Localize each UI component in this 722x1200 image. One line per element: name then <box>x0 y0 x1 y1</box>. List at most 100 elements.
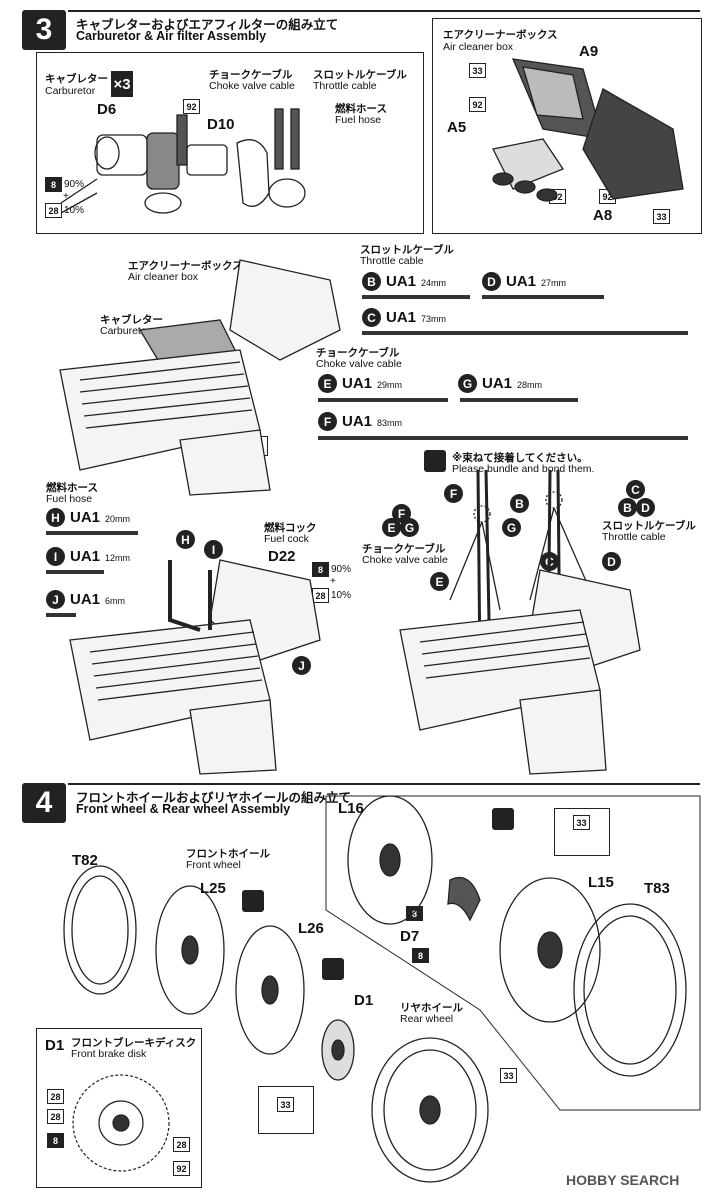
carb-label-en: Carburetor <box>45 85 96 97</box>
cable-part: UA1 <box>386 308 417 326</box>
callout-g2: G <box>400 518 419 537</box>
cable-letter: C <box>362 308 381 327</box>
air-cleaner-drawings <box>492 58 684 202</box>
disk-label-jp: フロントブレーキディスク <box>71 1037 197 1049</box>
callout-b: B <box>510 494 529 513</box>
right-throttle-jp: スロットルケーブル <box>602 520 696 532</box>
paint-code: 28 <box>47 1109 64 1124</box>
paint-code: 28 <box>45 203 62 218</box>
assembly-carb-label-jp: キャブレター <box>100 314 163 326</box>
cable-length: 27mm <box>541 277 567 288</box>
choke-label-jp: チョークケーブル <box>209 69 293 81</box>
cable-letter: G <box>458 374 477 393</box>
cable-length: 6mm <box>105 595 126 606</box>
cable-letter: B <box>362 272 381 291</box>
right-choke-jp: チョークケーブル <box>362 543 446 555</box>
step4-header-rule <box>68 783 700 785</box>
step-number-3: 3 <box>22 10 66 50</box>
part-l15: L15 <box>588 874 614 891</box>
callout-i: I <box>204 540 223 559</box>
part-l25: L25 <box>200 880 226 897</box>
bundle-note-jp: ※束ねて接着してください。 <box>452 452 588 464</box>
fuel-cock-label-en: Fuel cock <box>264 533 309 545</box>
cable-part: UA1 <box>70 547 101 565</box>
part-l26: L26 <box>298 920 324 937</box>
throttle-label-en: Throttle cable <box>313 80 377 92</box>
paint-code: 33 <box>500 1068 517 1083</box>
cable-part: UA1 <box>386 272 417 290</box>
cable-length: 29mm <box>377 379 403 390</box>
glue-icon <box>424 450 446 472</box>
cable-letter: E <box>318 374 337 393</box>
part-a8: A8 <box>593 207 613 224</box>
step3-header-rule <box>68 10 700 12</box>
part-a9: A9 <box>579 43 599 60</box>
rear-wheel-en: Rear wheel <box>400 1013 454 1025</box>
brake-disk-detail-box: D1 フロントブレーキディスク Front brake disk 28 28 8… <box>36 1028 202 1188</box>
engine-cable-routing-drawing <box>399 469 641 775</box>
part-d22: D22 <box>268 548 296 565</box>
hose-j: J UA1 6mm <box>46 590 125 609</box>
part-d7: D7 <box>400 928 420 945</box>
cable-e: E UA1 29mm <box>318 374 402 393</box>
cable-d: D UA1 27mm <box>482 272 566 291</box>
paint-code: 8 <box>406 906 423 921</box>
paint-code: 33 <box>277 1097 294 1112</box>
cable-letter: I <box>46 547 65 566</box>
step3-title-en: Carburetor & Air filter Assembly <box>76 29 267 43</box>
paint-pct: 10% <box>64 205 85 216</box>
rear-wheel-drawing <box>347 795 687 1077</box>
cable-length-bar <box>318 436 688 440</box>
paint-code: 28 <box>173 1137 190 1152</box>
fuel-label-jp: 燃料ホース <box>335 103 387 115</box>
choke-label-en: Choke valve cable <box>209 80 295 92</box>
paint-code: 92 <box>173 1161 190 1176</box>
cable-part: UA1 <box>342 374 373 392</box>
part-d10: D10 <box>207 116 235 133</box>
paint-code: 92 <box>183 99 200 114</box>
paint-code: 92 <box>469 97 486 112</box>
callout-c2: C <box>626 480 645 499</box>
assembly-carb-label-en: Carburetor <box>100 325 151 337</box>
callout-h: H <box>176 530 195 549</box>
hose-h: H UA1 20mm <box>46 508 130 527</box>
part-d6: D6 <box>97 101 117 118</box>
paint-code: 8 <box>47 1133 64 1148</box>
front-wheel-jp: フロントホイール <box>186 848 270 860</box>
cable-part: UA1 <box>506 272 537 290</box>
throttle-cable-title-jp: スロットルケーブル <box>360 244 454 256</box>
callout-b2: B <box>618 498 637 517</box>
paint-mix-a: 8 90% <box>312 562 351 577</box>
cable-length: 20mm <box>105 513 131 524</box>
rear-tire-drawing <box>371 1037 489 1183</box>
front-wheel-en: Front wheel <box>186 859 241 871</box>
front-wheel-drawing <box>63 865 355 1081</box>
rear-wheel-boundary <box>325 795 701 1111</box>
air-label-jp: エアクリーナーボックス <box>443 29 558 41</box>
right-choke-en: Choke valve cable <box>362 554 448 566</box>
disk-part: D1 <box>45 1037 65 1054</box>
cable-letter: H <box>46 508 65 527</box>
throttle-cable-title-en: Throttle cable <box>360 255 424 267</box>
cable-length: 12mm <box>105 552 131 563</box>
brake-disk-drawing <box>72 1074 170 1172</box>
paint-code: 8 <box>412 948 429 963</box>
hose-length-bar <box>46 570 104 574</box>
paint-code: 8 <box>312 562 329 577</box>
cable-length: 24mm <box>421 277 447 288</box>
cable-b: B UA1 24mm <box>362 272 446 291</box>
step3-title-jp: キャブレターおよびエアフィルターの組み立て <box>76 18 339 32</box>
assembly-air-label-jp: エアクリーナーボックス <box>128 260 243 272</box>
cable-length-bar <box>318 398 448 402</box>
part-t83: T83 <box>644 880 670 897</box>
paint-plus: + <box>63 191 69 202</box>
fuel-hose-title-en: Fuel hose <box>46 493 93 505</box>
part-d1: D1 <box>354 992 374 1009</box>
cable-length-bar <box>460 398 578 402</box>
choke-cable-title-jp: チョークケーブル <box>316 347 400 359</box>
cable-part: UA1 <box>70 508 101 526</box>
hose-length-bar <box>46 613 76 617</box>
paint-code: 33 <box>573 815 590 830</box>
engine-fuel-drawing <box>69 559 321 775</box>
step4-title-jp: フロントホイールおよびリヤホイールの組み立て <box>76 791 352 805</box>
